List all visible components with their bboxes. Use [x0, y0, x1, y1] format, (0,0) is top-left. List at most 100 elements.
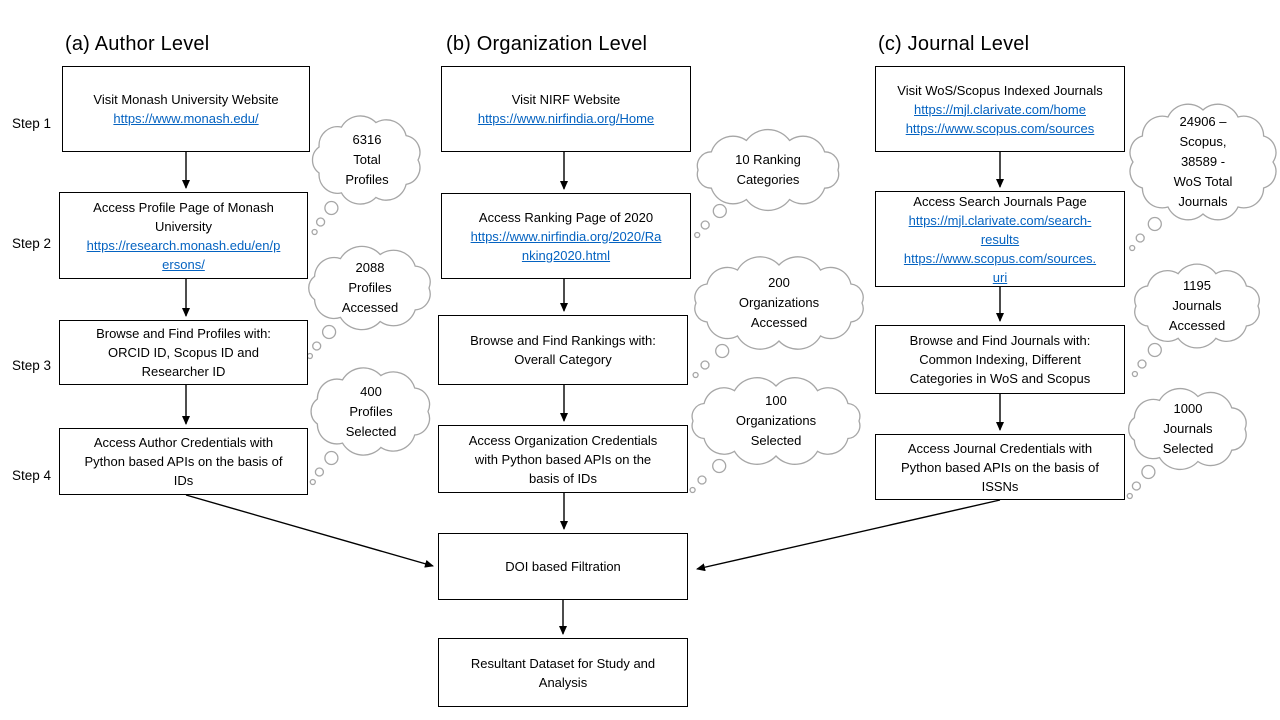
text-line: Overall Category	[514, 352, 612, 367]
column-title-journal: (c) Journal Level	[878, 33, 1030, 55]
text-line: Access Search Journals Page	[913, 193, 1087, 209]
thought-bubble-dot	[712, 203, 727, 219]
hyperlink-text[interactable]: https://mjl.clarivate.com/home	[914, 101, 1086, 117]
thought-bubble-dot	[700, 220, 710, 230]
thought-bubble-dot	[1141, 464, 1156, 480]
column-title-organization: (b) Organization Level	[446, 33, 648, 55]
text-line: 400	[360, 383, 382, 399]
thought-cloud-shape	[311, 115, 421, 236]
text-line: Categories	[736, 172, 800, 187]
text-line: Analysis	[538, 674, 588, 690]
text-line: Journals	[1163, 421, 1213, 436]
thought-bubble-dot	[712, 458, 727, 474]
text-line: University	[154, 218, 213, 234]
text-line: Total	[353, 152, 381, 167]
text-line: Browse and Find Profiles with:	[96, 326, 271, 341]
text-line: ORCID ID, Scopus ID and	[108, 345, 259, 360]
text-line: Accessed	[1168, 318, 1226, 333]
text-line: Python based APIs on the basis of	[900, 459, 1100, 475]
box-journal-step2: Access Search Journals Page https://mjl.c…	[875, 191, 1125, 287]
thought-bubble-dot	[1129, 244, 1136, 252]
text-line: 100	[765, 393, 787, 408]
text-line: with Python based APIs on the	[474, 451, 652, 467]
hyperlink-text[interactable]: https://www.scopus.com/sources	[905, 120, 1095, 136]
step-label-3: Step 3	[12, 358, 52, 373]
thought-bubble-dot	[1131, 481, 1142, 491]
step-label-2: Step 2	[12, 236, 52, 251]
thought-bubble-dot	[694, 231, 701, 239]
hyperlink-text[interactable]: nking2020.html	[521, 247, 611, 263]
box-journal-step1: Visit WoS/Scopus Indexed Journals https:/…	[875, 66, 1125, 152]
text-line: Access Organization Credentials	[468, 432, 658, 448]
hyperlink-text[interactable]: https://www.nirfindia.org/2020/Ra	[470, 228, 662, 244]
column-title-author: (a) Author Level	[65, 33, 210, 55]
text-line: 1195	[1183, 278, 1211, 293]
thought-bubble-dot	[324, 200, 339, 216]
box-org-step4: Access Organization Credentials with Pyth…	[438, 425, 688, 493]
text-line: Organizations	[738, 295, 820, 310]
text-line: Journals	[1178, 194, 1228, 209]
text-line: Visit Monash University Website	[93, 92, 279, 107]
text-line: Accessed	[750, 315, 808, 330]
text-line: 200	[768, 275, 790, 290]
text-line: Journals	[1172, 298, 1222, 313]
hyperlink-text[interactable]: https://mjl.clarivate.com/search-	[908, 212, 1092, 228]
text-line: Access Journal Credentials with	[907, 440, 1093, 456]
thought-bubble-dot	[689, 486, 696, 494]
text-line: basis of IDs	[529, 470, 597, 486]
text-line: IDs	[173, 473, 194, 488]
text-line: Visit WoS/Scopus Indexed Journals	[897, 82, 1103, 98]
text-line: 24906 –	[1179, 114, 1227, 129]
box-doi-filtration: DOI based Filtration	[438, 533, 688, 600]
text-line: Profiles	[349, 403, 393, 419]
text-line: 1000	[1173, 401, 1203, 416]
thought-cloud-shape	[306, 245, 431, 360]
step-label-1: Step 1	[12, 116, 52, 131]
text-line: 10 Ranking	[735, 152, 801, 167]
box-org-step1: Visit NIRF Website https://www.nirfindia.…	[441, 66, 691, 152]
hyperlink-text[interactable]: https://research.monash.edu/en/p	[86, 237, 281, 253]
hyperlink-text[interactable]: https://www.nirfindia.org/Home	[477, 111, 655, 126]
text-line: Access Profile Page of Monash	[93, 199, 274, 215]
thought-cloud-shape	[689, 377, 861, 494]
hyperlink-text[interactable]: https://www.monash.edu/	[113, 111, 259, 126]
thought-bubble-dot	[314, 467, 325, 477]
thought-bubble-dot	[1131, 370, 1139, 378]
hyperlink-text[interactable]: ersons/	[162, 256, 205, 272]
text-line: 2088	[355, 260, 385, 275]
arrow-journal-to-doi	[696, 499, 1001, 572]
thought-cloud-shape	[692, 256, 864, 379]
hyperlink-text[interactable]: https://www.scopus.com/sources.	[903, 250, 1097, 266]
thought-bubble-dot	[1147, 342, 1162, 358]
text-line: Visit NIRF Website	[511, 92, 621, 107]
hyperlink-text[interactable]: uri	[992, 269, 1008, 285]
text-line: Browse and Find Journals with:	[909, 333, 1091, 348]
step-label-4: Step 4	[12, 468, 52, 483]
text-line: Browse and Find Rankings with:	[470, 333, 656, 348]
text-line: Scopus,	[1179, 134, 1227, 149]
text-line: WoS Total	[1173, 174, 1233, 189]
thought-bubble-dot	[692, 371, 699, 379]
text-line: Resultant Dataset for Study and	[470, 655, 656, 671]
hyperlink-text[interactable]: results	[980, 231, 1020, 247]
thought-bubble-dot	[1137, 359, 1147, 369]
text-line: Profiles	[345, 172, 389, 187]
thought-cloud-shape	[309, 367, 431, 486]
text-line: Researcher ID	[141, 364, 226, 379]
text-line: Common Indexing, Different	[919, 352, 1081, 367]
text-line: Profiles	[348, 280, 392, 295]
text-line: Accessed	[341, 300, 399, 315]
